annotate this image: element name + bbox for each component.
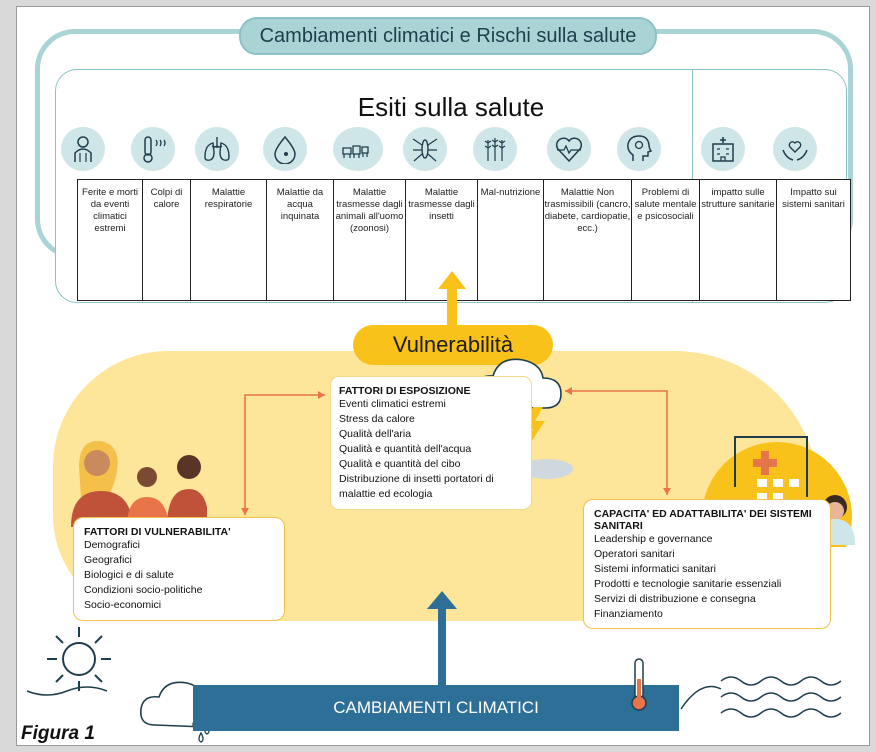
vulnerability-title: Vulnerabilità xyxy=(353,325,553,365)
exposure-item: Qualità e quantità del cibo xyxy=(339,458,461,470)
outcome-cell: impatto sulle strutture sanitarie xyxy=(700,180,777,300)
figure-label: Figura 1 xyxy=(21,723,95,744)
hands-heart-icon xyxy=(773,127,817,171)
thermometer-heat-icon xyxy=(131,127,175,171)
animals-icon xyxy=(333,127,383,171)
outcome-cell: Malattie trasmesse dagli insetti xyxy=(406,180,478,300)
vulnerability-factors-content: FATTORI DI VULNERABILITA' Demografici Ge… xyxy=(84,526,280,613)
outcome-cell: Impatto sui sistemi sanitari xyxy=(782,187,845,210)
vulnerability-factor-item: Socio-economici xyxy=(84,599,162,611)
lungs-icon xyxy=(195,127,239,171)
climate-change-bar: CAMBIAMENTI CLIMATICI xyxy=(193,685,679,731)
outcomes-table: Ferite e morti da eventi climatici estre… xyxy=(77,179,851,301)
vulnerability-factor-item: Demografici xyxy=(84,539,141,551)
capacity-item: Operatori sanitari xyxy=(594,548,675,560)
exposure-item: Qualità e quantità dell'acqua xyxy=(339,443,472,455)
capacity-item: Sistemi informatici sanitari xyxy=(594,563,716,575)
capacity-item: Prodotti e tecnologie sanitarie essenzia… xyxy=(594,578,782,590)
capacity-box: CAPACITA' ED ADATTABILITA' DEI SISTEMI S… xyxy=(583,499,831,629)
exposure-item: Distribuzione di insetti portatori di ma… xyxy=(339,473,494,500)
outcomes-title: Esiti sulla salute xyxy=(357,92,545,122)
injured-person-icon xyxy=(61,127,105,171)
people-illustration-icon xyxy=(71,440,207,527)
exposure-item: Stress da calore xyxy=(339,413,415,425)
heart-pulse-icon xyxy=(547,127,591,171)
outcome-cell: Colpi di calore xyxy=(143,180,191,300)
outcome-cell: Problemi di salute mentale e psicosocial… xyxy=(632,180,700,300)
exposure-box: FATTORI DI ESPOSIZIONE Eventi climatici … xyxy=(331,377,531,509)
exposure-title: FATTORI DI ESPOSIZIONE xyxy=(339,385,471,397)
outcome-cell: Malattie da acqua inquinata xyxy=(267,180,334,300)
capacity-title: CAPACITA' ED ADATTABILITA' DEI SISTEMI S… xyxy=(594,508,812,532)
outcome-cell: Ferite e morti da eventi climatici estre… xyxy=(78,180,143,300)
outcome-cell: Malattie trasmesse dagli animali all'uom… xyxy=(334,180,406,300)
mosquito-icon xyxy=(403,127,447,171)
capacity-item: Leadership e governance xyxy=(594,533,713,545)
arrow-up-yellow-icon xyxy=(438,271,466,349)
head-mind-icon xyxy=(617,127,661,171)
capacity-item: Finanziamento xyxy=(594,608,663,620)
capacity-item: Servizi di distribuzione e consegna xyxy=(594,593,756,605)
figure-frame: Cambiamenti climatici e Rischi sulla sal… xyxy=(16,6,870,746)
exposure-item: Eventi climatici estremi xyxy=(339,398,446,410)
main-title: Cambiamenti climatici e Rischi sulla sal… xyxy=(239,17,657,55)
vulnerability-factor-item: Biologici e di salute xyxy=(84,569,174,581)
outcome-cell: Mal-nutrizione xyxy=(478,180,544,300)
vulnerability-factor-item: Geografici xyxy=(84,554,132,566)
arrow-up-blue-icon xyxy=(427,591,457,689)
exposure-content: FATTORI DI ESPOSIZIONE Eventi climatici … xyxy=(339,385,529,502)
exposure-item: Qualità dell'aria xyxy=(339,428,412,440)
vulnerability-factors-title: FATTORI DI VULNERABILITA' xyxy=(84,526,231,538)
vulnerability-factor-item: Condizioni socio-politiche xyxy=(84,584,203,596)
thermometer-waves-icon xyxy=(631,658,842,718)
outcome-cell: Malattie Non trasmissibili (cancro, diab… xyxy=(544,180,632,300)
hospital-icon xyxy=(701,127,745,171)
capacity-content: CAPACITA' ED ADATTABILITA' DEI SISTEMI S… xyxy=(594,508,826,622)
grain-icon xyxy=(473,127,517,171)
water-drop-icon xyxy=(263,127,307,171)
vulnerability-factors-box: FATTORI DI VULNERABILITA' Demografici Ge… xyxy=(73,517,285,621)
outcome-cell: Malattie respiratorie xyxy=(191,180,267,300)
